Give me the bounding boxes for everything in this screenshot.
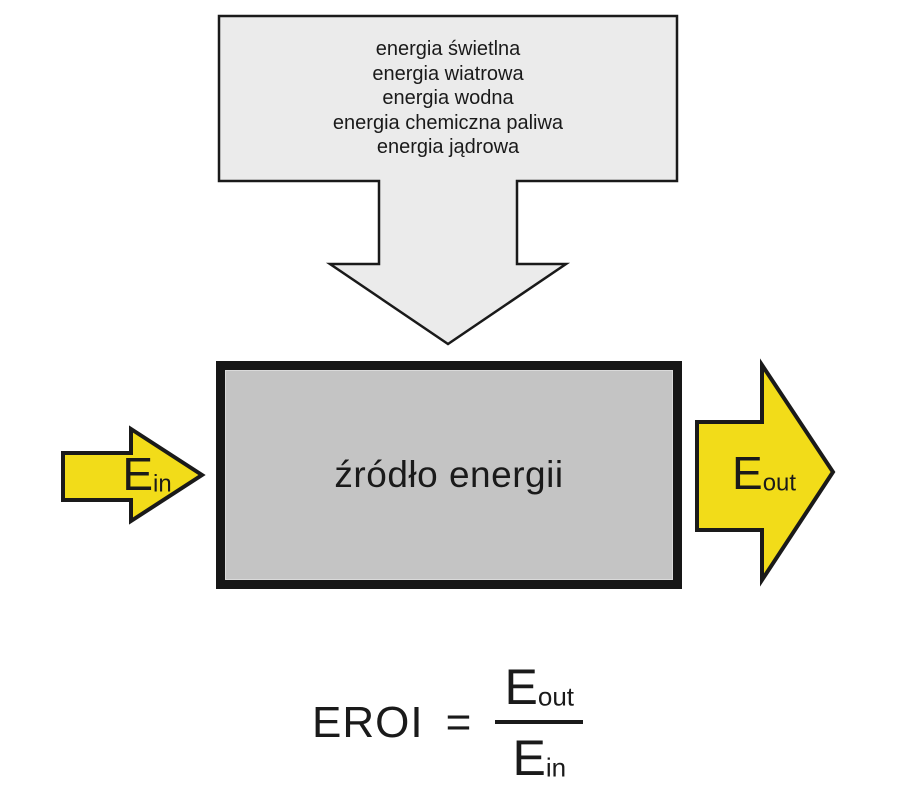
output-arrow-label: Eout — [732, 450, 796, 496]
energy-type-line: energia wodna — [382, 87, 514, 110]
energy-inputs-box-and-down-arrow — [217, 14, 679, 346]
formula-fraction: Eout Ein — [495, 662, 584, 783]
eroi-formula: EROI = Eout Ein — [312, 662, 584, 783]
numerator-symbol: E — [504, 659, 538, 715]
energy-type-line: energia świetlna — [375, 38, 521, 61]
input-arrow — [61, 425, 206, 525]
output-energy-subscript: out — [762, 469, 796, 497]
input-arrow-label: Ein — [122, 451, 171, 497]
energy-source-label: źródło energii — [334, 454, 564, 495]
numerator-subscript: out — [537, 681, 575, 712]
formula-denominator: Ein — [512, 733, 566, 783]
formula-equals-sign: = — [445, 697, 472, 747]
formula-lhs: EROI — [312, 697, 424, 747]
energy-type-line: energia wiatrowa — [372, 62, 524, 85]
energy-source-box-inner: źródło energii — [225, 370, 673, 580]
energy-types-list: energia świetlna energia wiatrowa energi… — [219, 16, 677, 181]
energy-type-line: energia chemiczna paliwa — [332, 111, 564, 134]
denominator-subscript: in — [545, 752, 567, 783]
input-energy-symbol: E — [122, 448, 154, 500]
energy-source-box: źródło energii — [216, 361, 682, 589]
input-energy-subscript: in — [153, 470, 172, 498]
output-energy-symbol: E — [732, 447, 763, 499]
formula-numerator: Eout — [505, 662, 575, 712]
fraction-bar — [495, 720, 584, 724]
denominator-symbol: E — [512, 730, 546, 785]
energy-type-line: energia jądrowa — [376, 136, 520, 159]
output-arrow — [695, 358, 836, 587]
